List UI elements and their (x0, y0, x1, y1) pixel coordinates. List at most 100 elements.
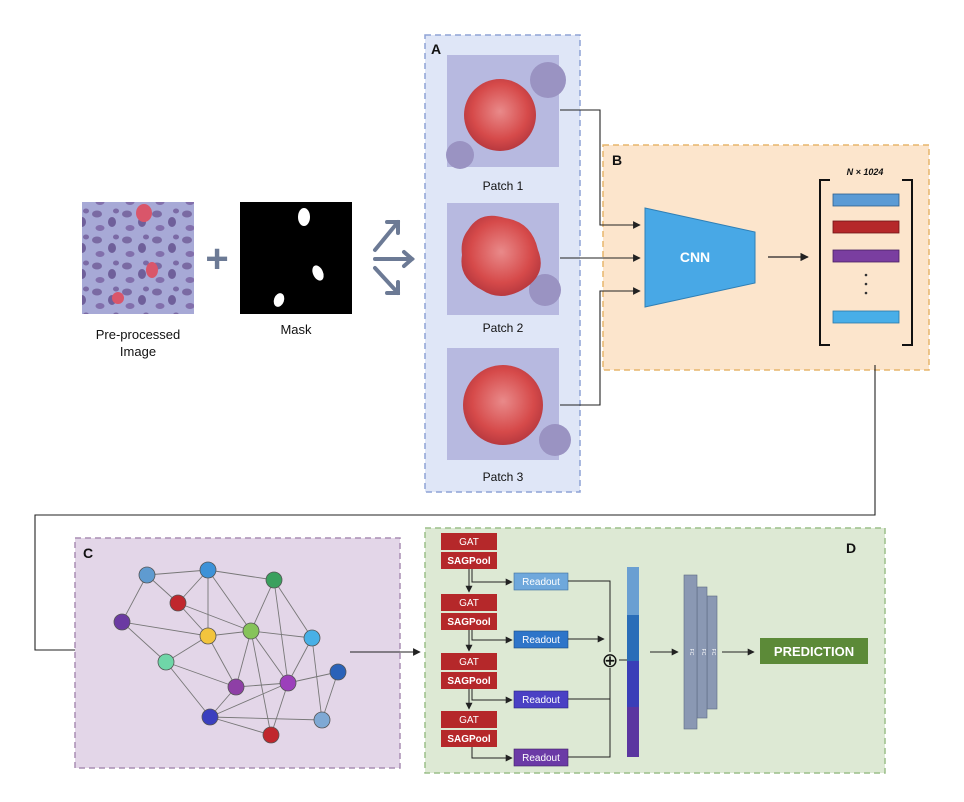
concat-segment-2 (627, 615, 639, 661)
blast-cell-1 (136, 204, 152, 222)
mask-blob-3 (273, 293, 285, 307)
graph-node (113, 613, 131, 631)
readout-label: Readout (522, 753, 560, 764)
fc-layer-1 (683, 574, 698, 730)
gat-block (441, 653, 497, 670)
blast-cell-2 (146, 262, 158, 278)
mask-blob-2 (312, 265, 324, 281)
graph-node (329, 663, 347, 681)
concat-segment-1 (627, 567, 639, 615)
graph-edge (121, 574, 148, 623)
readout-4: Readout (513, 748, 569, 767)
panel-c-box (74, 537, 401, 769)
readout-label: Readout (522, 577, 560, 588)
readout-3: Readout (513, 690, 569, 709)
concat-vector (627, 567, 639, 757)
panel-c: C (74, 537, 401, 769)
readout-label: Readout (522, 695, 560, 706)
patch-connectors (560, 109, 641, 406)
prediction-block (760, 638, 868, 664)
patch-2-caption: Patch 2 (483, 321, 524, 335)
mask-blob-1 (298, 208, 310, 226)
graph-edge (287, 671, 339, 684)
graph-edge (207, 569, 275, 581)
cnn-label: CNN (680, 249, 710, 265)
graph-edge (235, 630, 252, 688)
connector-patch-3 (560, 287, 641, 406)
graph-edge (165, 661, 237, 688)
graph-node (242, 622, 260, 640)
graph-node (227, 678, 245, 696)
graph-edge (270, 682, 289, 736)
graph-edge (209, 682, 289, 718)
feature-vector-2 (832, 220, 900, 234)
sagpool-label: SAGPool (447, 676, 491, 687)
cnn-block (644, 207, 756, 308)
panel-d: D GAT SAGPool GAT SAGPool GAT SAGPool GA… (424, 527, 886, 774)
graph-edge (250, 630, 272, 736)
gat-stack-1: GAT SAGPool (441, 533, 497, 569)
sagpool-label: SAGPool (447, 617, 491, 628)
readout-2: Readout (513, 630, 569, 649)
graph-node (199, 561, 217, 579)
graph-edge (165, 661, 211, 718)
graph-node (303, 629, 321, 647)
graph-node (265, 571, 283, 589)
graph-edge (287, 637, 313, 684)
graph-edge (146, 569, 209, 576)
graph-node (262, 726, 280, 744)
feature-dim-label: N × 1024 (847, 167, 884, 177)
readout-to-concat-connectors (568, 580, 611, 758)
fc-layers: FC FC FC (683, 574, 718, 730)
graph-node (199, 627, 217, 645)
sagpool-label: SAGPool (447, 556, 491, 567)
connector-patch-1 (560, 109, 641, 229)
panel-b-label: B (612, 152, 622, 168)
feature-vector-1 (832, 193, 900, 207)
gat-label: GAT (459, 715, 479, 726)
gat-block (441, 594, 497, 611)
patch-1-bg-cell (530, 62, 566, 98)
graph-edge (207, 635, 237, 688)
graph-edge (250, 630, 289, 684)
fc-label: FC (688, 649, 694, 656)
sagpool-label: SAGPool (447, 734, 491, 745)
graph-edge (311, 637, 323, 721)
bracket-right (902, 179, 913, 346)
gat-block (441, 711, 497, 728)
gat-block (441, 533, 497, 550)
patch-3-bg-cell (539, 424, 571, 456)
mask-caption: Mask (280, 322, 312, 337)
graph-edge (321, 671, 339, 721)
preprocessed-image (82, 202, 194, 314)
patch-3: Patch 3 (447, 348, 571, 484)
graph-edge (207, 569, 252, 632)
patch-1-blast (464, 79, 536, 151)
graph-edge (121, 621, 209, 637)
split-arrows-icon (373, 220, 416, 295)
prediction-label: PREDICTION (774, 644, 854, 659)
feature-vector-n (832, 310, 900, 324)
fc-label: FC (710, 649, 716, 656)
plus-sign: + (205, 237, 228, 281)
ellipsis-dot (864, 291, 868, 295)
panel-b: B CNN N × 1024 (602, 144, 930, 371)
image-caption-line2: Image (120, 344, 156, 359)
gat-label: GAT (459, 657, 479, 668)
graph-node (169, 594, 187, 612)
gat-stack-4: GAT SAGPool (441, 711, 497, 747)
graph-edge (121, 621, 167, 663)
sagpool-block (441, 552, 497, 569)
gat-stack-3: GAT SAGPool (441, 653, 497, 689)
panel-c-label: C (83, 545, 93, 561)
graph-edge (235, 682, 289, 688)
stack-connectors (465, 569, 513, 762)
panel-a-label: A (431, 41, 441, 57)
concat-segment-3 (627, 661, 639, 707)
gat-stack-2: GAT SAGPool (441, 594, 497, 630)
patch-1: Patch 1 (446, 55, 566, 193)
mask-image (240, 202, 352, 314)
patch-1-caption: Patch 1 (483, 179, 524, 193)
graph-node (138, 566, 156, 584)
